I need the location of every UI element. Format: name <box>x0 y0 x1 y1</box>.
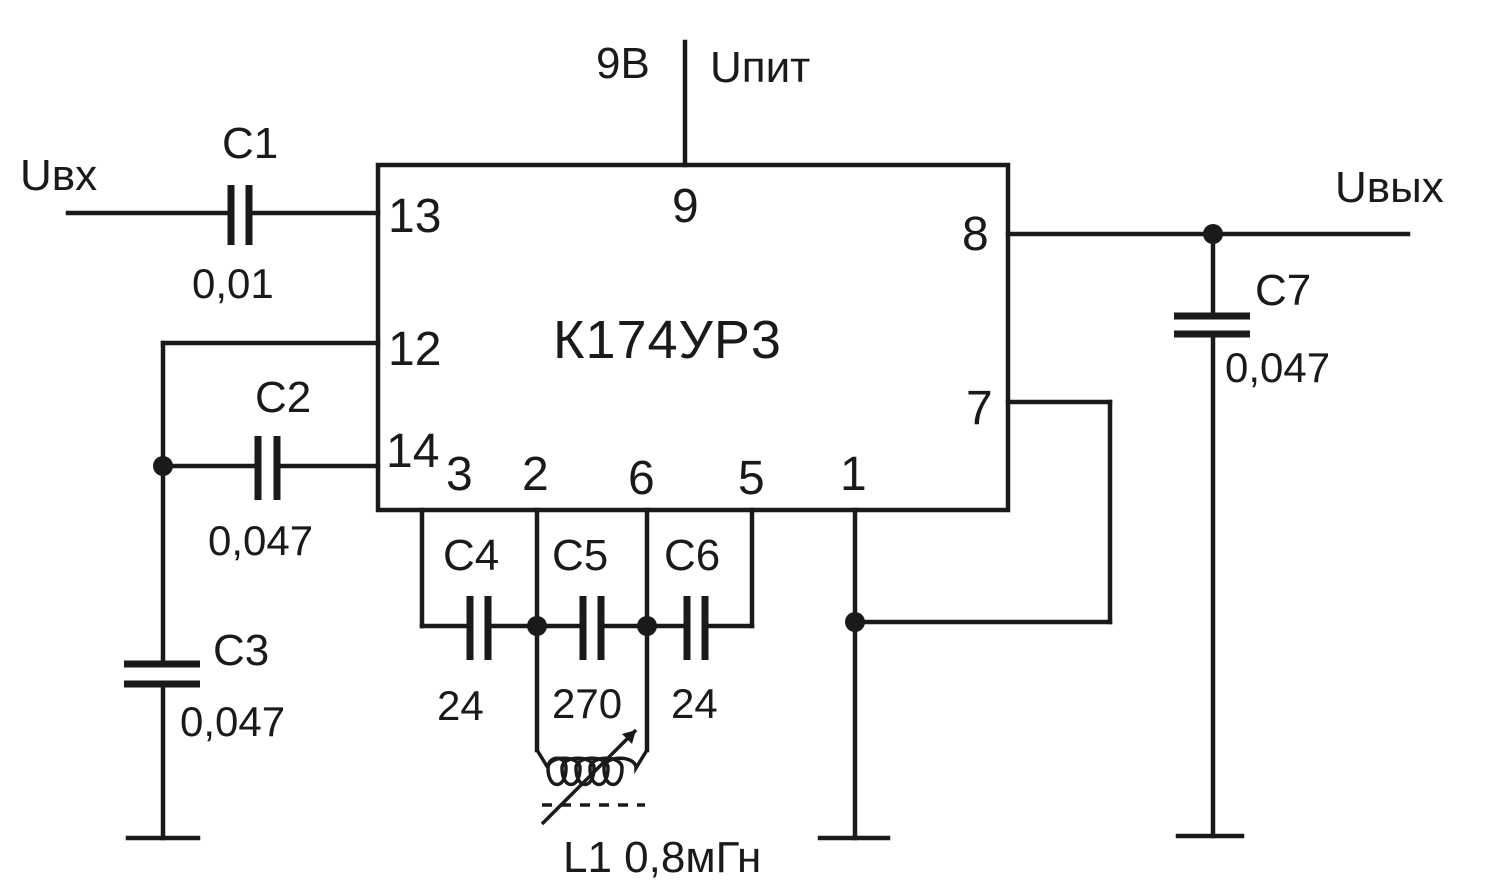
c5-name: C5 <box>552 531 608 580</box>
c2-name: C2 <box>255 373 311 422</box>
pin-12-label: 12 <box>388 323 441 376</box>
pin-8-label: 8 <box>962 208 989 261</box>
pin-3-label: 3 <box>446 448 473 501</box>
c1-value: 0,01 <box>192 260 274 307</box>
c6-value: 24 <box>671 680 718 727</box>
supply-label: Uпит <box>710 43 810 92</box>
c4-name: C4 <box>443 531 499 580</box>
pin-13-label: 13 <box>388 190 441 243</box>
junction-dot-pin6 <box>637 616 657 636</box>
supply-voltage-label: 9В <box>596 39 650 88</box>
inductor-tuning-arrow <box>540 728 638 826</box>
c1-name: C1 <box>222 119 278 168</box>
junction-dot-pin2 <box>527 616 547 636</box>
pin-14-label: 14 <box>386 425 439 478</box>
c3-value: 0,047 <box>180 698 285 745</box>
pin-9-label: 9 <box>672 180 699 233</box>
pin-7-label: 7 <box>966 382 993 435</box>
c6-name: C6 <box>664 531 720 580</box>
pin-1-label: 1 <box>840 448 867 501</box>
c3-name: C3 <box>213 626 269 675</box>
ic-name: К174УР3 <box>553 310 782 370</box>
input-label: Uвх <box>20 151 97 200</box>
c7-name: C7 <box>1255 266 1311 315</box>
inductor-label: L1 0,8мГн <box>563 833 761 882</box>
c5-value: 270 <box>552 680 622 727</box>
pin-2-label: 2 <box>522 448 549 501</box>
c4-value: 24 <box>437 682 484 729</box>
pin-6-label: 6 <box>628 452 655 505</box>
ic-body <box>375 162 1011 513</box>
c2-value: 0,047 <box>208 517 313 564</box>
inductor-arrowhead <box>622 730 636 744</box>
inductor-coil <box>535 749 649 787</box>
pin-5-label: 5 <box>738 452 765 505</box>
c7-value: 0,047 <box>1225 344 1330 391</box>
output-label: Uвых <box>1335 163 1444 212</box>
